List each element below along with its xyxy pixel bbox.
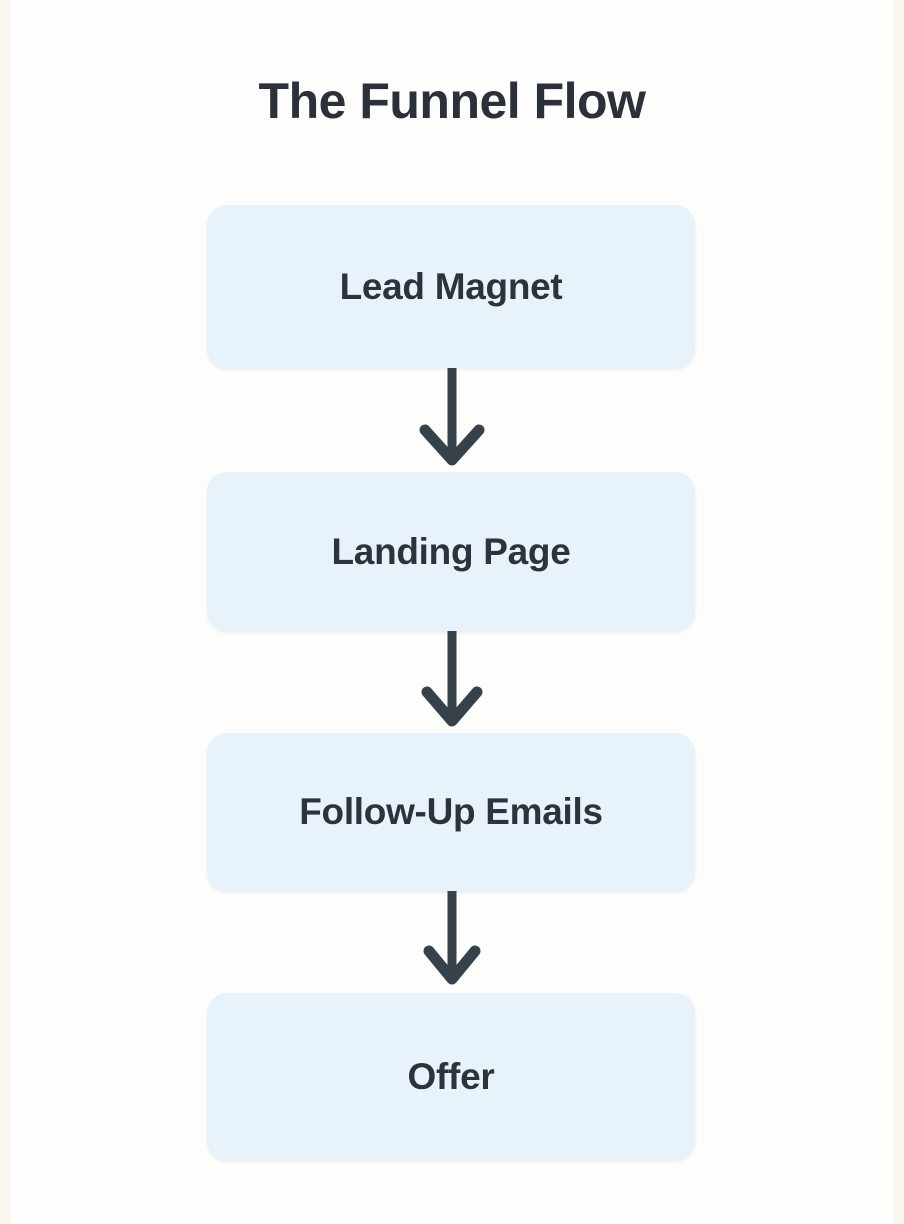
arrow-down-icon <box>419 368 485 466</box>
flow-node-label: Offer <box>407 1055 495 1097</box>
flow-node-follow-up-emails[interactable]: Follow-Up Emails <box>207 733 695 891</box>
flow-node-label: Follow-Up Emails <box>299 791 603 832</box>
flow-node-offer[interactable]: Offer <box>207 993 695 1160</box>
page-title: The Funnel Flow <box>258 73 646 129</box>
page-edge-strip-left <box>0 0 10 1224</box>
flow-node-label: Landing Page <box>331 530 571 572</box>
arrow-down-icon <box>421 631 483 727</box>
flow-connector-2 <box>0 631 904 733</box>
arrow-down-icon <box>423 891 481 985</box>
page-edge-strip-right <box>894 0 904 1224</box>
flow-node-landing-page[interactable]: Landing Page <box>207 472 695 631</box>
flow-connector-3 <box>0 891 904 993</box>
flow-node-label: Lead Magnet <box>339 265 563 307</box>
flow-node-lead-magnet[interactable]: Lead Magnet <box>207 205 695 368</box>
flow-connector-1 <box>0 368 904 472</box>
